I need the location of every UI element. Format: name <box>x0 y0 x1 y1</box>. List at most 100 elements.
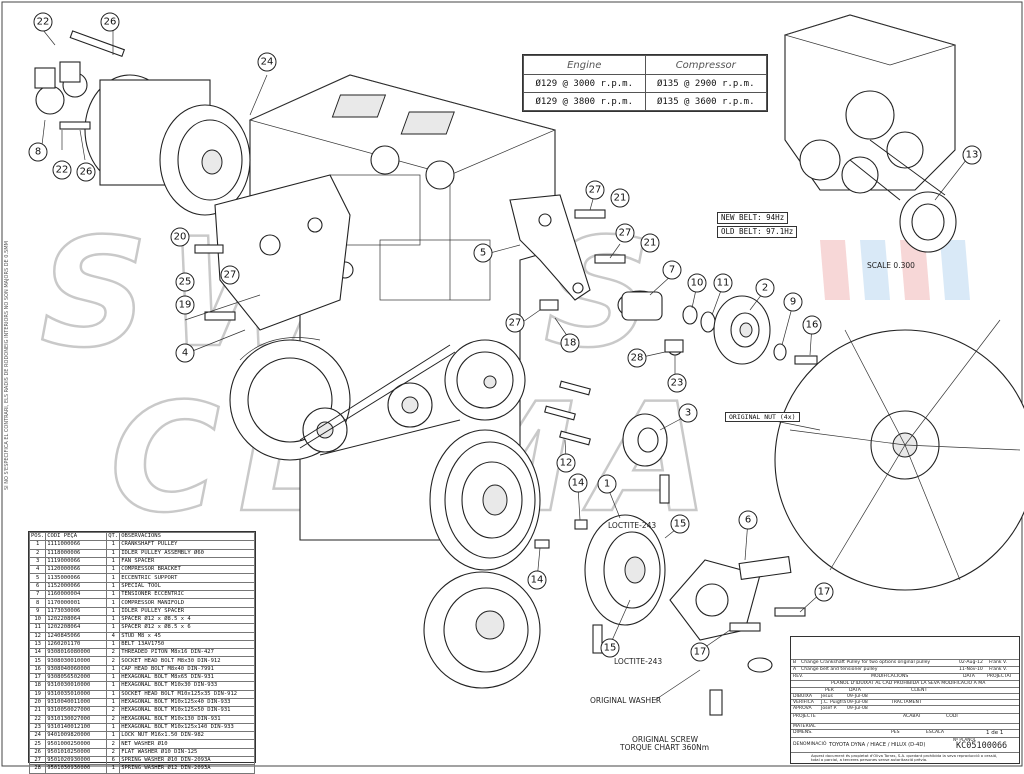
bom-cell: 22 <box>28 714 47 724</box>
bom-cell: 8 <box>28 598 47 608</box>
bom-cell: 25 <box>28 739 47 749</box>
callout-27-b: 27 <box>585 180 605 200</box>
callout-1: 1 <box>597 474 617 494</box>
bom-cell: 27 <box>28 755 47 766</box>
svg-text:27: 27 <box>619 228 632 239</box>
bom-cell: 26 <box>28 747 47 758</box>
bom-cell: CRANKSHAFT PULLEY <box>119 540 255 550</box>
svg-text:4: 4 <box>182 348 188 359</box>
compressor <box>34 61 251 216</box>
bom-cell: HEXAGONAL BOLT M10x125x140 DIN-933 <box>119 722 255 733</box>
callout-15-a: 15 <box>670 514 690 534</box>
bom-cell: 2 <box>106 706 121 716</box>
rev-text: Change Crankshaft Pulley for two options… <box>801 660 931 665</box>
eccentric-support <box>509 194 591 301</box>
svg-text:24: 24 <box>261 57 274 68</box>
alternator-housing <box>229 337 351 461</box>
callout-24: 24 <box>257 52 277 72</box>
bom-cell: LOCK NUT M16x1.50 DIN-982 <box>119 731 255 741</box>
bom-cell: 1 <box>106 614 121 625</box>
speed-cell: Ø129 @ 3800 r.p.m. <box>523 92 646 111</box>
fan <box>774 319 1024 591</box>
svg-text:27: 27 <box>224 270 237 281</box>
title-block: B Change Crankshaft Pulley for two optio… <box>790 636 1020 764</box>
bom-cell: 1160000004 <box>45 590 108 600</box>
bom-cell: 1 <box>106 722 121 733</box>
inset-view <box>783 14 957 253</box>
bom-cell: 1170000001 <box>45 598 108 608</box>
bom-cell: 1 <box>106 556 121 567</box>
callout-2: 2 <box>755 278 775 298</box>
callout-19: 19 <box>175 295 195 315</box>
bom-cell: 1260201170 <box>45 639 108 650</box>
callout-21-a: 21 <box>610 188 630 208</box>
callout-15-b: 15 <box>600 638 620 658</box>
bom-cell: 7 <box>28 590 47 600</box>
svg-text:22: 22 <box>37 17 50 28</box>
svg-text:9: 9 <box>790 297 796 308</box>
bom-cell: 2 <box>106 747 121 758</box>
svg-text:19: 19 <box>179 300 192 311</box>
bom-cell: IDLER PULLEY SPACER <box>119 606 255 616</box>
bom-cell: 1 <box>106 581 121 592</box>
callout-27-a: 27 <box>220 265 240 285</box>
bom-cell: 9501010250000 <box>45 747 108 758</box>
callout-14-b: 14 <box>527 570 547 590</box>
callout-13: 13 <box>962 145 982 165</box>
bom-cell: 10 <box>28 614 47 625</box>
bom-cell: 9501000250000 <box>45 739 108 749</box>
speed-cell: Ø135 @ 3600 r.p.m. <box>644 92 767 111</box>
bom-cell: 18 <box>28 681 47 691</box>
bom-cell: 14 <box>28 648 47 658</box>
svg-text:3: 3 <box>685 408 691 419</box>
bom-cell: SPRING WASHER Ø10 DIN-2093A <box>119 755 255 766</box>
callout-16: 16 <box>802 315 822 335</box>
svg-text:18: 18 <box>564 338 577 349</box>
callout-8: 8 <box>28 142 48 162</box>
bom-cell: 4 <box>28 565 47 575</box>
bom-cell: CAP HEAD BOLT M8x40 DIN-7991 <box>119 664 255 675</box>
bom-cell: 9310140012100 <box>45 722 108 733</box>
bom-cell: NET WASHER Ø10 <box>119 739 255 749</box>
bom-cell: 9 <box>28 606 47 616</box>
callout-25: 25 <box>175 272 195 292</box>
svg-text:12: 12 <box>560 458 573 469</box>
rev-date: 02-Aug-12 <box>959 660 983 665</box>
bom-cell: 9310040011000 <box>45 697 108 708</box>
svg-text:2: 2 <box>762 283 768 294</box>
svg-text:11: 11 <box>717 278 730 289</box>
bom-cell: 1 <box>106 731 121 741</box>
bom-cell: HEXAGONAL BOLT M10x130 DIN-931 <box>119 714 255 724</box>
ownership-notice: Aquest document és propietat d'Oliva Tor… <box>811 753 998 763</box>
bom-cell: 1 <box>106 598 121 608</box>
svg-text:21: 21 <box>614 193 627 204</box>
special-tool <box>669 555 792 641</box>
bom-cell: HEXAGONAL BOLT M8x65 DIN-931 <box>119 673 255 683</box>
bom-cell: COMPRESSOR BRACKET <box>119 565 255 575</box>
fan-spacer <box>622 413 668 467</box>
bom-cell: 12 <box>28 631 47 641</box>
bom-cell: 1 <box>106 681 121 691</box>
bom-cell: THREADED PITON M8x16 DIN-427 <box>119 648 255 658</box>
bom-cell: 9501030930000 <box>45 764 108 774</box>
bom-cell: 28 <box>28 764 47 774</box>
bom-header-code: CODI PEÇA <box>45 531 108 542</box>
original-nut-label: ORIGINAL NUT (4x) <box>725 412 800 422</box>
bom-cell: 1 <box>106 548 121 558</box>
bom-cell: TENSIONER ECCENTRIC <box>119 590 255 600</box>
svg-text:23: 23 <box>671 378 684 389</box>
svg-text:20: 20 <box>174 232 187 243</box>
svg-text:16: 16 <box>806 320 819 331</box>
bom-cell: 1118000006 <box>45 548 108 558</box>
rev-text: Change belt and tensioner pulley <box>801 667 878 672</box>
bom-cell: HEXAGONAL BOLT M10x30 DIN-933 <box>119 681 255 691</box>
svg-text:7: 7 <box>669 265 675 276</box>
